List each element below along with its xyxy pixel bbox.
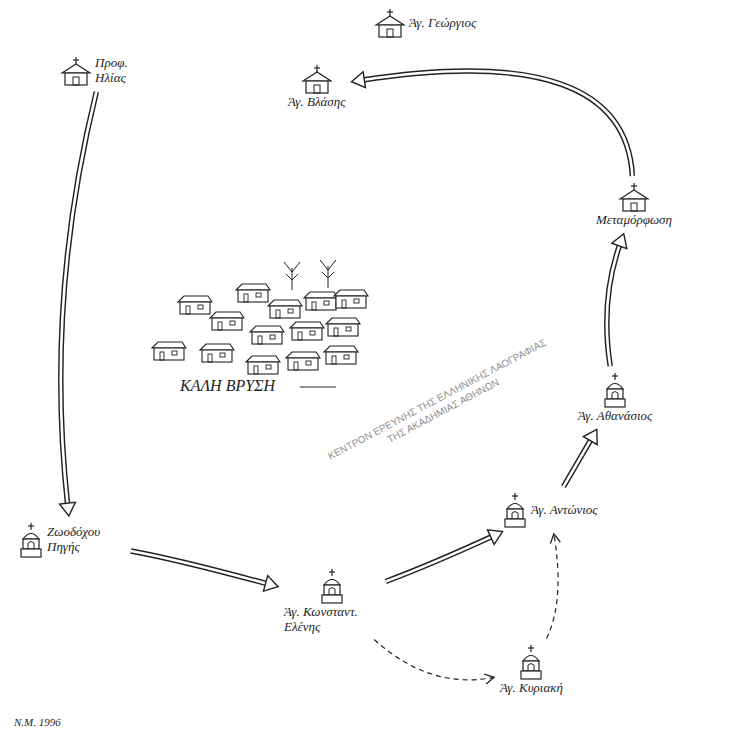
chapel-node: Άγ. Αντώνιος [500, 490, 600, 530]
shrine-icon [518, 644, 544, 680]
chapel-icon [618, 182, 650, 212]
chapel-node: Άγ. Βλάσης [286, 62, 348, 112]
chapel-name: Άγ. Κυριακή [500, 681, 563, 696]
dash-mark [300, 386, 336, 387]
chapel-name: Άγ. Βλάσης [288, 95, 346, 110]
chapel-node: Άγ. Κυριακή [498, 642, 565, 698]
chapel-name: Ζωοδόχου Πηγής [47, 525, 125, 555]
chapel-node: Άγ. Αθανάσιος [576, 370, 654, 426]
chapel-name: Άγ. Κωνσταντ. Ελένης [284, 605, 380, 635]
chapel-icon [301, 64, 333, 94]
shrine-icon [319, 568, 345, 604]
tree [284, 260, 336, 290]
chapel-icon [374, 8, 406, 38]
village-name: ΚΑΛΗ ΒΡΥΣΗ [180, 377, 275, 395]
procession-arrow [351, 71, 632, 176]
procession-arrow [131, 551, 278, 591]
side-route-arrow [374, 640, 494, 684]
chapel-name: Άγ. Αντώνιος [531, 503, 598, 518]
chapel-name: Άγ. Αθανάσιος [578, 409, 652, 424]
shrine-icon [602, 372, 628, 408]
chapel-node: Ζωοδόχου Πηγής [16, 520, 127, 560]
chapel-node: Μεταμόρφωση [594, 180, 674, 230]
watermark: ΚΕΝΤΡΟΝ ΕΡΕΥΝΗΣ ΤΗΣ ΕΛΛΗΝΙΚΗΣ ΛΑΟΓΡΑΦΙΑΣ… [324, 335, 557, 475]
chapel-name: Άγ. Γεώργιος [409, 16, 476, 31]
chapel-icon [60, 56, 92, 86]
chapel-name: Μεταμόρφωση [596, 213, 672, 228]
shrine-icon [502, 492, 528, 528]
chapel-node: Άγ. Κωνσταντ. Ελένης [282, 566, 382, 637]
chapel-name: Προφ. Ηλίας [95, 56, 143, 86]
procession-arrow [59, 92, 96, 516]
side-route-arrow [547, 534, 561, 638]
procession-arrow [607, 234, 627, 366]
procession-arrow [563, 429, 597, 486]
procession-arrow [386, 530, 503, 582]
houses [152, 284, 368, 374]
shrine-icon [18, 522, 44, 558]
signature: Ν.Μ. 1996 [14, 716, 61, 728]
chapel-node: Άγ. Γεώργιος [372, 6, 478, 40]
chapel-node: Προφ. Ηλίας [58, 54, 145, 88]
